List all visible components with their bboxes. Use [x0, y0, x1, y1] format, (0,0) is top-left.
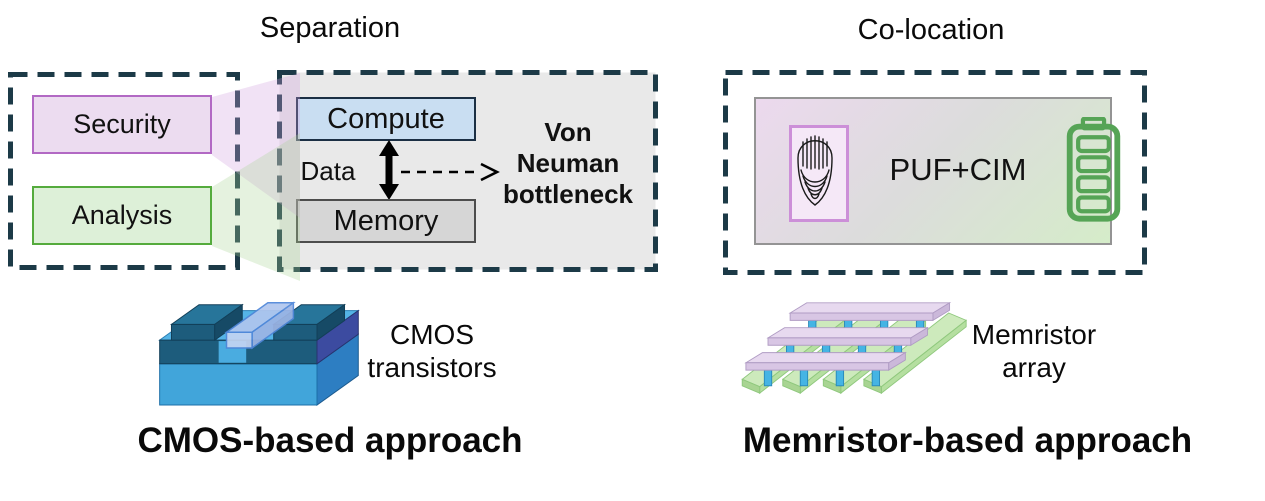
- colocation-title: Co-location: [857, 14, 1005, 46]
- data-transfer-arrow-icon: [379, 140, 399, 200]
- von-neumann-dashed-box: Compute Data Von Neuman bottleneck Memor…: [277, 70, 658, 272]
- dashed-border: [8, 72, 240, 270]
- data-label: Data: [300, 156, 356, 186]
- cmos-transistor-icon: [158, 301, 360, 406]
- separation-title: Separation: [259, 12, 401, 44]
- colocation-dashed-box: PUF+CIM: [723, 70, 1147, 275]
- compute-label: Compute: [327, 102, 445, 135]
- memory-box: Memory: [296, 199, 476, 243]
- tasks-dashed-box: Security Analysis: [8, 72, 240, 270]
- memristor-caption-line2: array: [1002, 352, 1066, 383]
- memristor-caption: Memristor array: [934, 318, 1134, 384]
- cmos-caption-line1: CMOS: [390, 319, 474, 350]
- bottleneck-line1: Von: [544, 117, 592, 147]
- memory-label: Memory: [333, 204, 439, 237]
- bottleneck-pointer-arrow-icon: [401, 162, 500, 182]
- cmos-approach-label: CMOS-based approach: [137, 421, 523, 460]
- analysis-label: Analysis: [71, 200, 173, 230]
- memristor-approach-label: Memristor-based approach: [742, 421, 1193, 460]
- analysis-box: Analysis: [32, 186, 212, 245]
- puf-cim-chip: PUF+CIM: [754, 97, 1121, 245]
- cmos-caption: CMOS transistors: [332, 318, 532, 384]
- memristor-array-icon: [741, 302, 968, 395]
- bottleneck-line3: bottleneck: [502, 179, 634, 209]
- memristor-caption-line1: Memristor: [971, 319, 1097, 350]
- fingerprint-box: [789, 125, 849, 222]
- security-label: Security: [73, 109, 171, 139]
- dashed-border: [723, 70, 1147, 275]
- compute-box: Compute: [296, 97, 476, 141]
- bottleneck-text: Von Neuman bottleneck: [480, 117, 656, 210]
- fingerprint-icon: [797, 135, 833, 206]
- puf-cim-label: PUF+CIM: [889, 152, 1027, 187]
- cmos-caption-line2: transistors: [367, 352, 497, 383]
- security-box: Security: [32, 95, 212, 154]
- funnel-connector: [212, 73, 300, 281]
- bottleneck-line2: Neuman: [516, 148, 620, 178]
